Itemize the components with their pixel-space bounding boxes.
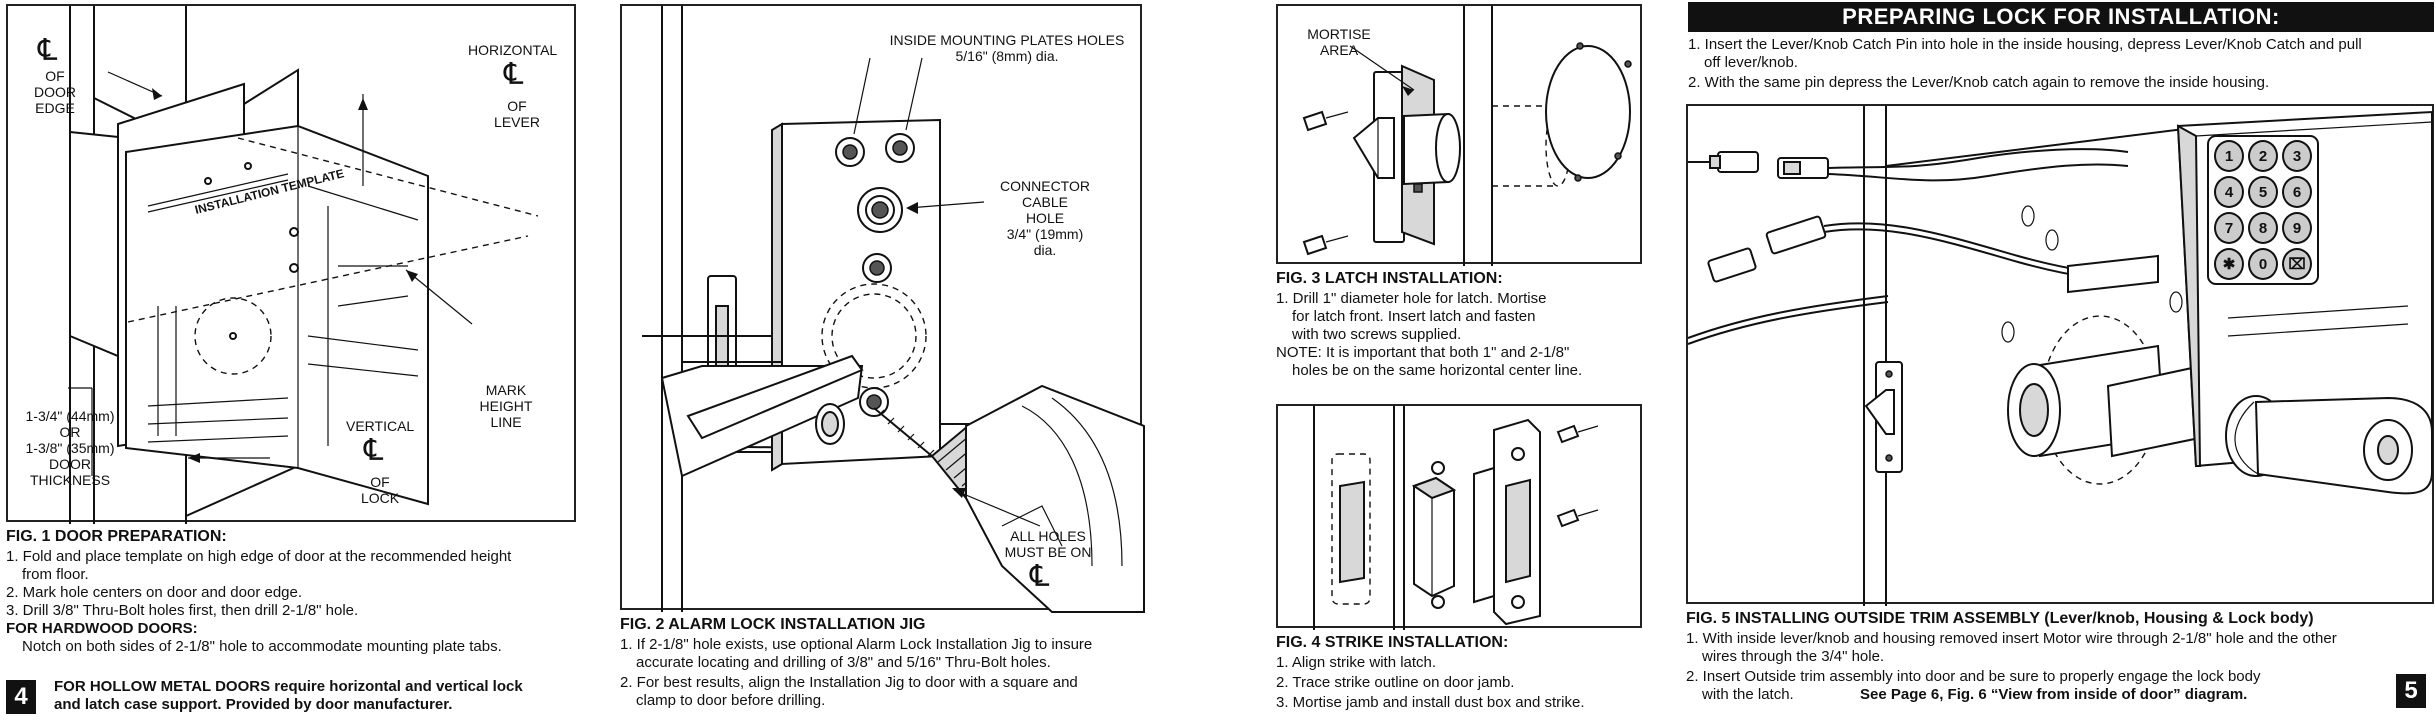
- prep-step-1: 1. Insert the Lever/Knob Catch Pin into …: [1688, 36, 2362, 53]
- fig1-caption: FIG. 1 DOOR PREPARATION:: [6, 528, 227, 545]
- fig3-note-cont: holes be on the same horizontal center l…: [1292, 362, 1583, 379]
- fig3-step-1: 1. Drill 1" diameter hole for latch. Mor…: [1276, 290, 1547, 307]
- keypad-key: ✱: [2214, 248, 2244, 280]
- fig3-caption: FIG. 3 LATCH INSTALLATION:: [1276, 270, 1503, 287]
- cl-symbol-lock: ℄: [364, 434, 384, 467]
- latch-installation-drawing: [1302, 6, 1632, 266]
- fig2-step-1: 1. If 2-1/8" hole exists, use optional A…: [620, 636, 1093, 653]
- cl-symbol-lever: ℄: [504, 58, 524, 91]
- section-banner: PREPARING LOCK FOR INSTALLATION:: [1688, 2, 2434, 32]
- fig1-step-1-cont: from floor.: [22, 566, 89, 583]
- fig4-step-2: 2. Trace strike outline on door jamb.: [1276, 674, 1515, 691]
- fig1-step-2: 2. Mark hole centers on door and door ed…: [6, 584, 303, 601]
- page-number-right: 5: [2396, 674, 2426, 708]
- fig4-illustration: [1276, 404, 1642, 630]
- fig5-step-1-cont: wires through the 3/4" hole.: [1702, 648, 1885, 665]
- fig3-step-1-cont-b: with two screws supplied.: [1292, 326, 1462, 343]
- fig5-step-2-cont: with the latch.: [1702, 686, 1794, 703]
- horizontal-label: HORIZONTAL: [468, 42, 558, 58]
- cl-symbol-door-edge: ℄: [38, 34, 58, 67]
- fig2-step-2: 2. For best results, align the Installat…: [620, 674, 1078, 691]
- keypad-key: 7: [2214, 212, 2244, 244]
- prep-step-1-cont: off lever/knob.: [1704, 54, 1798, 71]
- door-template-drawing: INSTALLATION TEMPLATE: [68, 6, 539, 524]
- hollow-metal-text-2: and latch case support. Provided by door…: [54, 696, 453, 713]
- fig1-step-1: 1. Fold and place template on high edge …: [6, 548, 512, 565]
- fig5-caption: FIG. 5 INSTALLING OUTSIDE TRIM ASSEMBLY …: [1686, 610, 2314, 627]
- fig2-step-1-cont: accurate locating and drilling of 3/8" a…: [636, 654, 1051, 671]
- prep-step-2: 2. With the same pin depress the Lever/K…: [1688, 74, 2270, 91]
- hollow-metal-text-1: FOR HOLLOW METAL DOORS require horizonta…: [54, 678, 523, 695]
- installation-jig-drawing: [642, 6, 1145, 613]
- fig5-step-2: 2. Insert Outside trim assembly into doo…: [1686, 668, 2261, 685]
- fig5-see-page-6: See Page 6, Fig. 6 “View from inside of …: [1860, 686, 2248, 703]
- strike-installation-drawing: [1313, 406, 1599, 630]
- keypad-key: 1: [2214, 140, 2244, 172]
- fig4-step-3: 3. Mortise jamb and install dust box and…: [1276, 694, 1585, 711]
- keypad-key: ⌧: [2282, 248, 2312, 280]
- keypad-key: 5: [2248, 176, 2278, 208]
- fig2-caption: FIG. 2 ALARM LOCK INSTALLATION JIG: [620, 616, 926, 633]
- fig4-step-1: 1. Align strike with latch.: [1276, 654, 1437, 671]
- page-number-left: 4: [6, 680, 36, 714]
- keypad-key: 9: [2282, 212, 2312, 244]
- keypad-key: 4: [2214, 176, 2244, 208]
- hardwood-text: Notch on both sides of 2-1/8" hole to ac…: [22, 638, 502, 655]
- vertical-label: VERTICAL: [346, 418, 415, 434]
- fig1-step-3: 3. Drill 3/8" Thru-Bolt holes first, the…: [6, 602, 359, 619]
- keypad-key: 8: [2248, 212, 2278, 244]
- keypad-key: 2: [2248, 140, 2278, 172]
- keypad-key: 3: [2282, 140, 2312, 172]
- keypad-key: 0: [2248, 248, 2278, 280]
- fig4-caption: FIG. 4 STRIKE INSTALLATION:: [1276, 634, 1509, 651]
- fig2-step-2-cont: clamp to door before drilling.: [636, 692, 826, 709]
- fig3-step-1-cont-a: for latch front. Insert latch and fasten: [1292, 308, 1536, 325]
- keypad-key: 6: [2282, 176, 2312, 208]
- cl-symbol-fig2: ℄: [1030, 560, 1050, 593]
- fig5-step-1: 1. With inside lever/knob and housing re…: [1686, 630, 2337, 647]
- outside-trim-drawing: [1687, 106, 2433, 606]
- hardwood-title: FOR HARDWOOD DOORS:: [6, 620, 198, 637]
- fig3-note: NOTE: It is important that both 1" and 2…: [1276, 344, 1570, 361]
